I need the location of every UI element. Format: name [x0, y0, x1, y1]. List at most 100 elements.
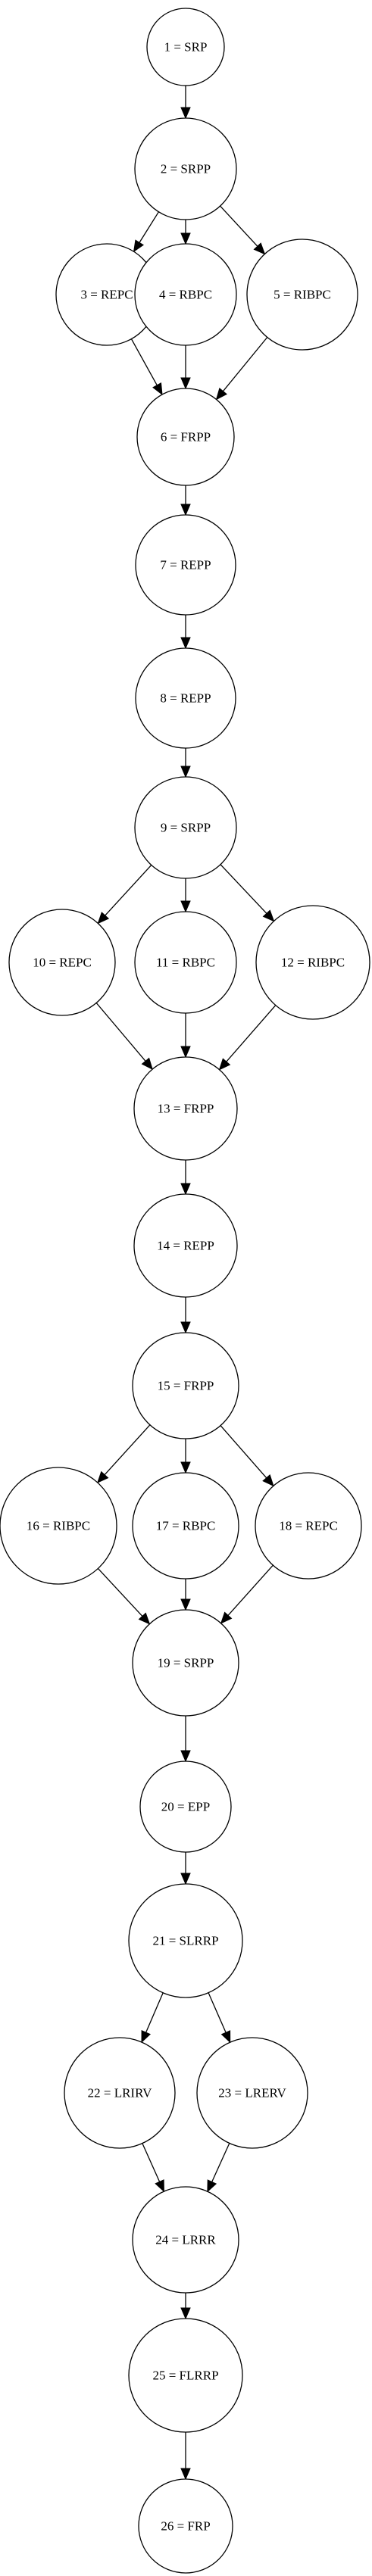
arrowhead [180, 766, 191, 778]
edge-24-25 [180, 2293, 191, 2320]
edge-21-23 [208, 1992, 231, 2044]
node-circle [128, 2318, 243, 2433]
arrowhead [180, 1183, 191, 1196]
edge-4-6 [180, 345, 191, 390]
node-circle [134, 911, 237, 1014]
arrowhead [97, 912, 110, 925]
node-label: 1 = SRP [164, 40, 208, 55]
edge-line [145, 1992, 164, 2033]
node-label: 20 = EPP [161, 1800, 210, 1814]
edge-line [104, 1424, 151, 1476]
node-circle [132, 1609, 239, 1717]
node-22: 22 = LRIRV [64, 2037, 176, 2149]
edge-line [222, 337, 268, 392]
edge-7-8 [180, 615, 191, 650]
node-circle [138, 2478, 233, 2574]
node-21: 21 = SLRRP [128, 1883, 243, 1998]
arrowhead [180, 1321, 191, 1334]
node-circle [132, 2186, 239, 2294]
node-label: 22 = LRIRV [88, 2086, 152, 2100]
edge-13-14 [180, 1160, 191, 1196]
node-label: 14 = REPP [157, 1239, 214, 1253]
node-13: 13 = FRPP [133, 1056, 238, 1161]
node-circle [139, 1760, 232, 1853]
node-circle [134, 117, 237, 220]
edge-line [142, 2143, 161, 2182]
edge-line [211, 2143, 230, 2182]
node-label: 15 = FRPP [158, 1379, 214, 1393]
edge-25-26 [180, 2432, 191, 2481]
node-label: 19 = SRPP [158, 1656, 214, 1670]
edge-9-12 [220, 864, 275, 922]
node-label: 9 = SRPP [161, 821, 211, 835]
node-label: 13 = FRPP [158, 1102, 214, 1116]
node-circle [255, 1472, 362, 1580]
edge-16-19 [97, 1567, 151, 1625]
edge-19-20 [180, 1716, 191, 1763]
arrowhead [155, 2179, 164, 2193]
node-label: 8 = REPP [160, 691, 211, 706]
node-label: 23 = LRERV [218, 2086, 286, 2100]
edge-line [95, 1003, 146, 1062]
arrowhead [220, 2030, 231, 2044]
edge-21-22 [141, 1992, 164, 2044]
edge-9-11 [180, 878, 191, 913]
arrowhead [96, 1470, 109, 1483]
edge-6-7 [180, 485, 191, 516]
node-10: 10 = REPC [8, 909, 116, 1016]
edge-line [220, 205, 258, 247]
node-16: 16 = RIBPC [0, 1467, 117, 1585]
arrowhead [180, 1750, 191, 1763]
arrowhead [141, 1057, 153, 1070]
node-label: 4 = RBPC [159, 288, 212, 302]
node-label: 17 = RBPC [156, 1519, 216, 1533]
node-19: 19 = SRPP [132, 1609, 239, 1717]
node-18: 18 = REPC [255, 1472, 362, 1580]
arrowhead [180, 637, 191, 650]
edge-15-16 [96, 1424, 151, 1483]
node-20: 20 = EPP [139, 1760, 232, 1853]
node-circle [64, 2037, 176, 2149]
node-6: 6 = FRPP [136, 388, 235, 486]
arrowhead [207, 2179, 217, 2193]
arrowhead [218, 1058, 231, 1071]
arrowhead [180, 1461, 191, 1474]
edge-8-9 [180, 748, 191, 778]
node-24: 24 = LRRR [132, 2186, 239, 2294]
edge-23-24 [207, 2143, 230, 2193]
node-circle [133, 1193, 238, 1298]
node-26: 26 = FRP [138, 2478, 233, 2574]
arrowhead [152, 382, 163, 396]
edge-line [220, 864, 267, 914]
node-circle [8, 909, 116, 1016]
arrowhead [215, 388, 228, 401]
node-circle [134, 776, 237, 879]
node-15: 15 = FRPP [132, 1332, 239, 1439]
edge-10-13 [95, 1003, 153, 1070]
node-2: 2 = SRPP [134, 117, 237, 220]
arrowhead [220, 1611, 233, 1624]
node-label: 12 = RIBPC [281, 956, 345, 970]
node-label: 5 = RIBPC [274, 288, 331, 302]
node-circle [133, 1056, 238, 1161]
arrowhead [180, 504, 191, 516]
arrowhead [262, 1474, 274, 1487]
arrowhead [253, 242, 266, 255]
node-label: 11 = RBPC [156, 956, 215, 970]
edge-9-10 [97, 864, 152, 925]
edge-20-21 [180, 1852, 191, 1885]
arrowhead [262, 909, 275, 922]
edge-15-18 [220, 1425, 274, 1487]
edge-5-6 [215, 337, 268, 401]
node-25: 25 = FLRRP [128, 2318, 243, 2433]
node-circle [136, 388, 235, 486]
edge-1-2 [180, 86, 191, 120]
arrowhead [180, 2307, 191, 2320]
node-11: 11 = RBPC [134, 911, 237, 1014]
edge-2-5 [220, 205, 266, 255]
edge-line [105, 864, 152, 916]
arrowhead [180, 377, 191, 390]
node-8: 8 = REPP [135, 647, 236, 749]
